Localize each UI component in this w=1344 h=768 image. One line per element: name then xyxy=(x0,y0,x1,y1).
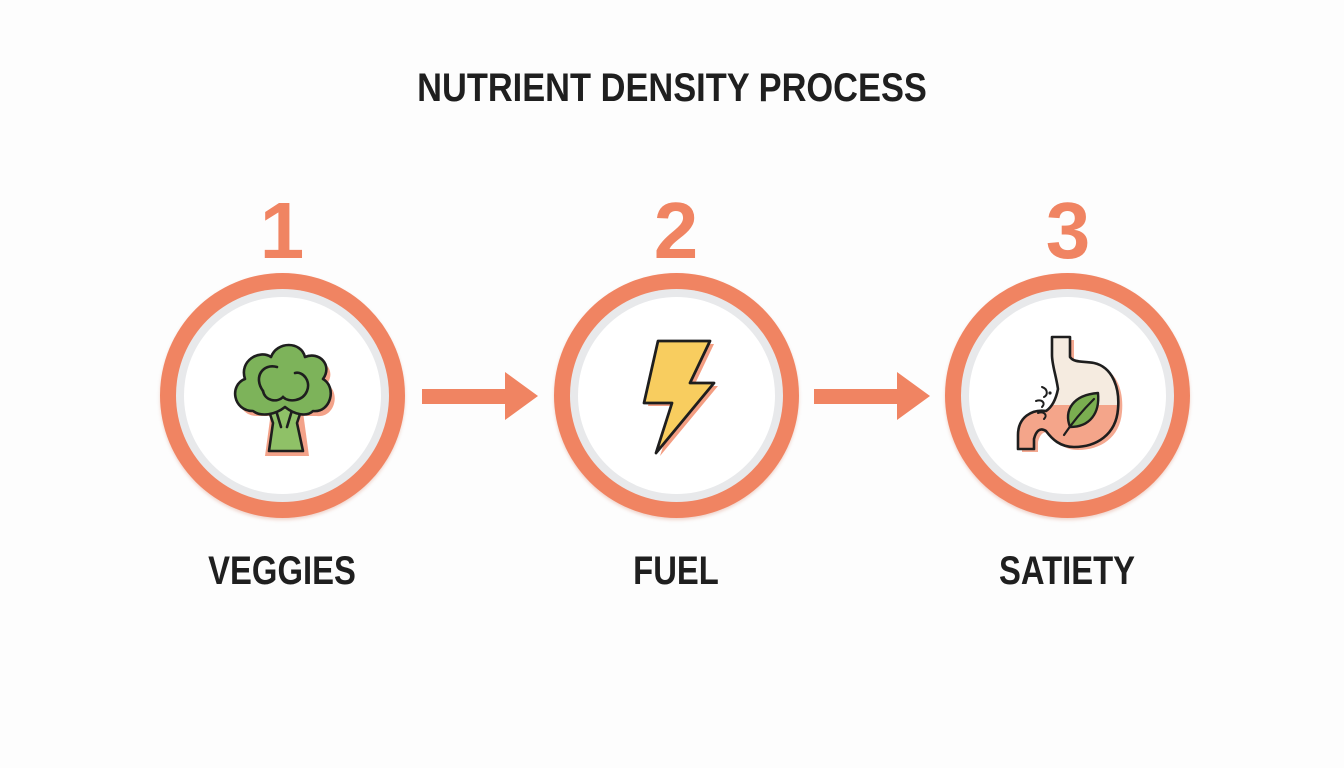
step-label-1: VEGGIES xyxy=(208,549,356,593)
step-number-1: 1 xyxy=(259,186,305,275)
step-circle-core xyxy=(184,297,381,494)
step-number-3: 3 xyxy=(1045,186,1091,275)
step-label-3: SATIETY xyxy=(998,549,1136,593)
step-circle-core xyxy=(578,297,775,494)
step-circle-inner-ring xyxy=(961,289,1174,502)
step-circle-core xyxy=(969,297,1166,494)
step-circle-1 xyxy=(160,273,405,518)
step-circle-inner-ring xyxy=(176,289,389,502)
step-circle-inner-ring xyxy=(570,289,783,502)
step-circle-3 xyxy=(945,273,1190,518)
step-number-2: 2 xyxy=(653,186,699,275)
arrow-right-icon xyxy=(422,372,538,420)
lightning-bolt-icon xyxy=(642,339,718,456)
broccoli-icon xyxy=(233,343,335,456)
arrow-right-icon xyxy=(814,372,930,420)
diagram-title: NUTRIENT DENSITY PROCESS xyxy=(417,66,927,110)
step-label-2: FUEL xyxy=(633,549,719,593)
stomach-leaf-icon xyxy=(1016,335,1122,452)
step-circle-2 xyxy=(554,273,799,518)
